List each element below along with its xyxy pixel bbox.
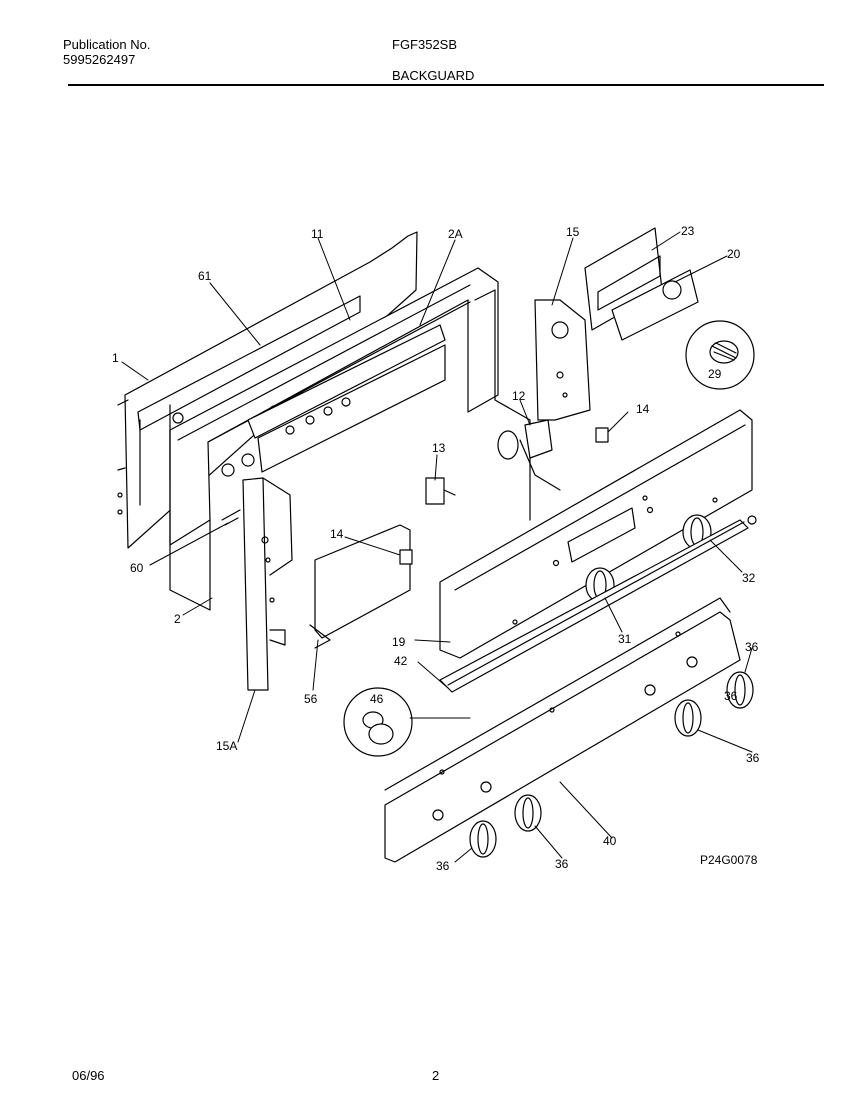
- callout-13: 13: [432, 441, 446, 455]
- control-panel-part-19: [439, 409, 753, 659]
- model-number: FGF352SB: [392, 37, 458, 52]
- header-rule: [68, 84, 824, 86]
- knob-part-36: [469, 671, 754, 858]
- callout-36-e: 36: [724, 689, 738, 703]
- clock-part-20: [611, 269, 699, 341]
- callout-61: 61: [198, 269, 212, 283]
- callout-36-d: 36: [555, 857, 569, 871]
- switch-part-13: [425, 477, 456, 505]
- leader-lines: [121, 231, 753, 863]
- footer-date: 06/96: [72, 1068, 105, 1083]
- part-12: [497, 419, 561, 491]
- callout-11: 11: [311, 227, 324, 241]
- light-part-14: [399, 427, 609, 565]
- callout-14-right: 14: [636, 402, 650, 416]
- callout-15A: 15A: [216, 739, 237, 753]
- callout-60: 60: [130, 561, 144, 575]
- manifold-panel-part-40: [384, 597, 741, 863]
- callout-14-left: 14: [330, 527, 344, 541]
- callout-36-b: 36: [746, 751, 760, 765]
- callout-2: 2: [174, 612, 181, 626]
- callout-40: 40: [603, 834, 617, 848]
- knob-inset-part-29: [685, 320, 755, 390]
- publication-number: 5995262497: [63, 52, 136, 67]
- callout-42: 42: [394, 654, 408, 668]
- callout-36-a: 36: [745, 640, 759, 654]
- callout-23: 23: [681, 224, 695, 238]
- callout-56: 56: [304, 692, 318, 706]
- callout-15: 15: [566, 225, 580, 239]
- end-bracket-part-15: [534, 299, 591, 421]
- callout-31: 31: [618, 632, 632, 646]
- shelf-part-2A: [247, 324, 446, 473]
- callout-36-c: 36: [436, 859, 450, 873]
- publication-label: Publication No.: [63, 37, 151, 52]
- callout-32: 32: [742, 571, 756, 585]
- callout-2A: 2A: [448, 227, 463, 241]
- page-number: 2: [432, 1068, 440, 1083]
- callout-29: 29: [708, 367, 722, 381]
- callout-1: 1: [112, 351, 119, 365]
- callout-12: 12: [512, 389, 526, 403]
- panel-part-56: [309, 524, 411, 649]
- section-title: BACKGUARD: [392, 68, 475, 83]
- knob-inset-part-46: [343, 687, 413, 757]
- end-bracket-part-15A: [242, 477, 293, 691]
- backguard-frame-part-11: [169, 267, 531, 611]
- callout-20: 20: [727, 247, 741, 261]
- callout-labels: 1 61 11 2A 15 23 20 29 12 14 13 14 60 2 …: [112, 224, 760, 873]
- drawing-id: P24G0078: [700, 853, 758, 867]
- callout-46: 46: [370, 692, 384, 706]
- callout-19: 19: [392, 635, 406, 649]
- screw-part-60: [221, 509, 241, 526]
